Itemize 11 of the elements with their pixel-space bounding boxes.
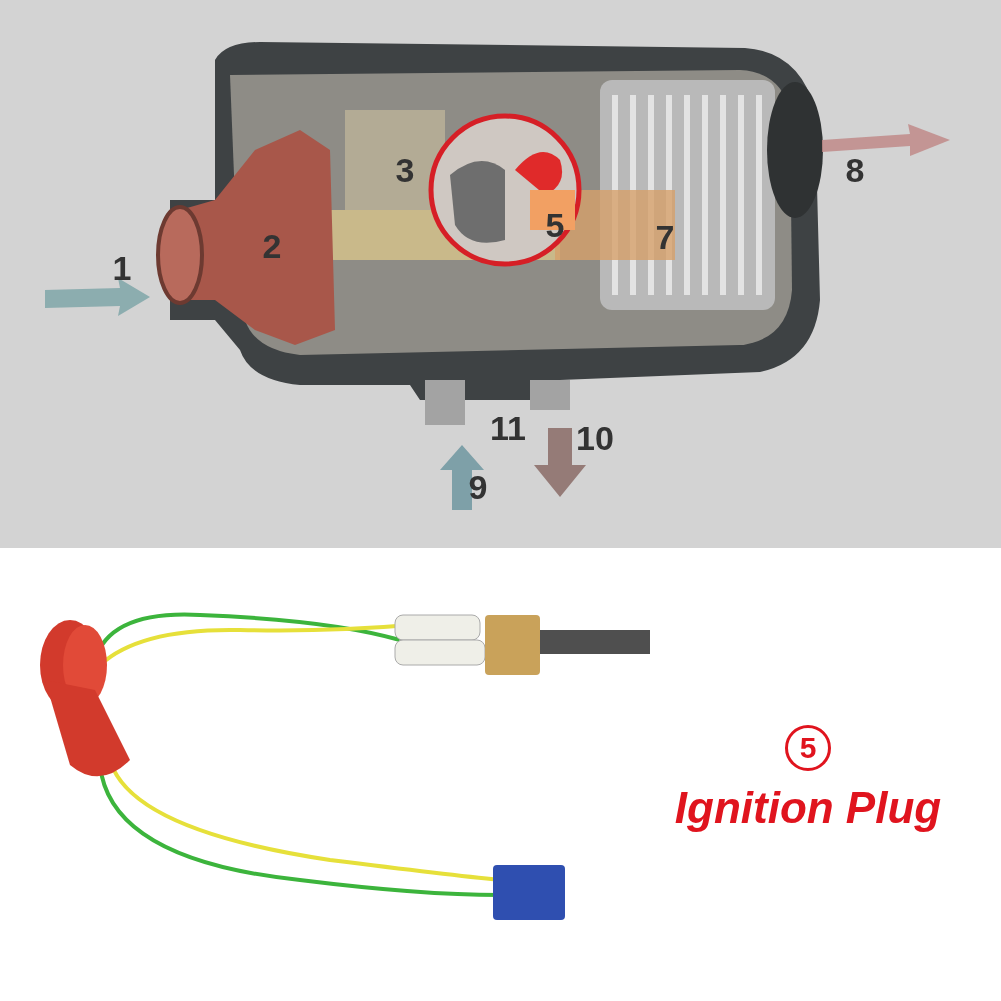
- callout-number: 8: [845, 153, 865, 187]
- callout-number: 5: [545, 208, 565, 242]
- callout-number: 5: [785, 725, 831, 771]
- callout-number: 9: [468, 470, 488, 504]
- callout-number: 10: [576, 421, 614, 455]
- callout-number: 2: [262, 229, 282, 263]
- callout-number: 3: [395, 153, 415, 187]
- callout-number: 1: [112, 251, 132, 285]
- callout-number: 7: [655, 220, 675, 254]
- part-name: Ignition Plug: [674, 786, 942, 830]
- callout-number: 11: [490, 411, 526, 445]
